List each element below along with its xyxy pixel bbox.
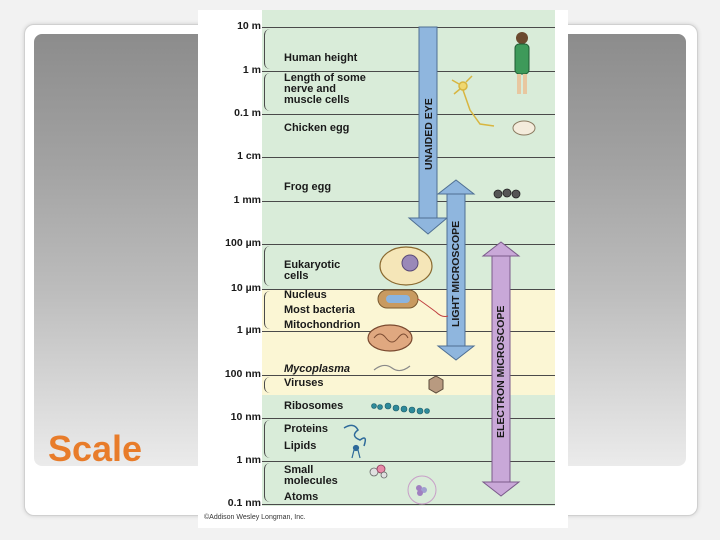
tick-line — [262, 504, 555, 505]
item-label: Ribosomes — [284, 400, 344, 412]
slide-title: Scale — [48, 428, 143, 469]
scale-tick-label: 1 cm — [237, 150, 261, 162]
unaided-eye-arrow — [407, 26, 449, 235]
electron-microscope-arrow — [481, 241, 521, 497]
scale-tick-label: 0.1 m — [234, 107, 261, 119]
range-bracket — [264, 29, 273, 69]
frog-eggs-icon — [493, 188, 521, 199]
item-label: Human height — [284, 52, 358, 64]
scale-figure: 10 m 1 m 0.1 m 1 cm 1 mm 100 µm 10 µm 1 … — [198, 10, 568, 528]
tick-line — [262, 157, 555, 158]
range-bracket — [264, 420, 273, 458]
tick-line — [262, 418, 555, 419]
item-label: Mycoplasma — [284, 363, 351, 375]
lipid-icon — [351, 444, 361, 459]
item-label: Proteins — [284, 423, 329, 435]
range-label-light-microscope: LIGHT MICROSCOPE — [450, 220, 462, 327]
item-label: Chicken egg — [284, 122, 350, 134]
tick-line — [262, 201, 555, 202]
tick-line — [262, 244, 555, 245]
range-label-electron-microscope: ELECTRON MICROSCOPE — [495, 305, 507, 438]
scale-tick-label: 1 m — [242, 64, 261, 76]
light-microscope-arrow — [436, 179, 476, 361]
scale-tick-label: 1 nm — [236, 454, 261, 466]
item-label: Viruses — [284, 377, 324, 389]
mitochondrion-icon — [367, 324, 413, 352]
tick-line — [262, 114, 555, 115]
eukaryotic-cell-icon — [379, 246, 433, 286]
scale-tick-label: 0.1 nm — [227, 497, 261, 509]
item-label: Eukaryotic cells — [284, 259, 341, 282]
scale-tick-label: 100 µm — [225, 237, 261, 249]
figure-credit: ©Addison Wesley Longman, Inc. — [204, 514, 306, 521]
ribosomes-icon — [371, 402, 430, 415]
tick-line — [262, 375, 555, 376]
small-molecule-icon — [369, 464, 388, 479]
chicken-egg-icon — [512, 120, 536, 136]
scale-tick-label: 10 µm — [231, 282, 261, 294]
protein-icon — [343, 424, 367, 447]
range-bracket — [264, 463, 273, 502]
scale-tick-label: 10 nm — [230, 411, 261, 423]
atom-icon — [407, 475, 437, 505]
item-label: Frog egg — [284, 181, 332, 193]
item-label: Mitochondrion — [284, 319, 361, 331]
item-label: Atoms — [284, 491, 319, 503]
range-label-unaided-eye: UNAIDED EYE — [423, 98, 435, 170]
item-label: Length of some nerve and muscle cells — [284, 72, 366, 106]
range-bracket — [264, 377, 273, 393]
scale-tick-label: 1 mm — [233, 194, 261, 206]
virus-icon — [428, 375, 444, 394]
range-bracket — [264, 291, 273, 329]
item-label: Nucleus — [284, 289, 327, 301]
mycoplasma-icon — [373, 364, 411, 372]
scale-tick-label: 100 nm — [224, 368, 261, 380]
tick-line — [262, 27, 555, 28]
item-label: Most bacteria — [284, 304, 355, 316]
item-label: Small molecules — [284, 464, 338, 487]
range-bracket — [264, 246, 273, 286]
neuron-icon — [451, 75, 495, 127]
scale-tick-label: 1 µm — [236, 324, 261, 336]
tick-line — [262, 461, 555, 462]
bacterium-icon — [377, 289, 449, 317]
woman-icon — [514, 32, 530, 94]
tick-line — [262, 71, 555, 72]
item-label: Lipids — [284, 440, 317, 452]
diagram-graphics — [343, 26, 536, 505]
range-bracket — [264, 73, 273, 111]
scale-tick-label: 10 m — [237, 20, 261, 32]
